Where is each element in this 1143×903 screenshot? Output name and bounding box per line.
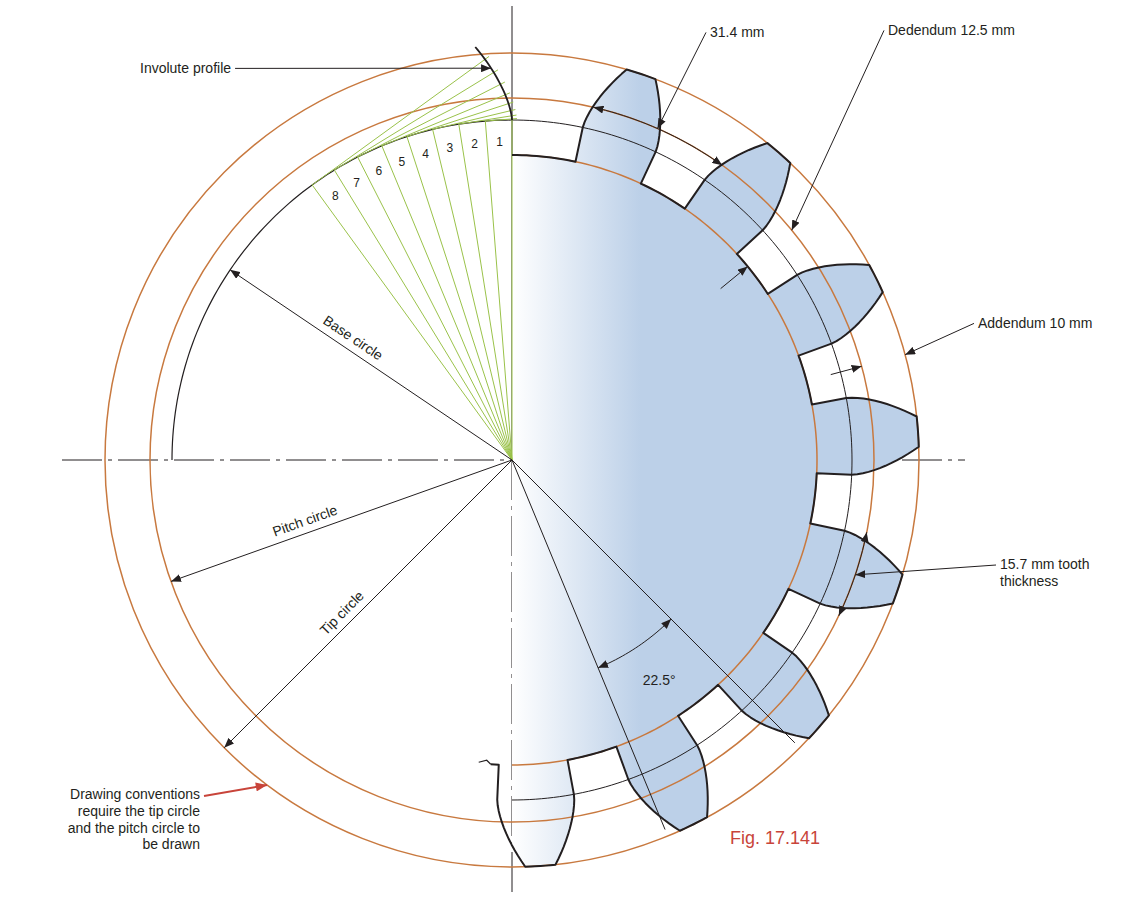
construction-line [485,121,512,460]
root-circle [512,155,817,765]
construction-line [433,129,512,460]
tangent-line [382,93,510,146]
dimension-label: Addendum 10 mm [978,315,1092,332]
callout-number: 7 [353,175,360,189]
construction-line [312,185,512,460]
tangent-line [358,82,505,157]
circle-label: Tip circle [315,586,369,640]
construction-line [382,146,512,460]
callout-number: 1 [496,135,503,149]
construction-line [358,157,512,460]
construction-line [459,124,512,460]
construction-line [334,170,512,460]
dimension-label: 31.4 mm [710,24,764,41]
construction-line [407,137,512,460]
callout-number: 8 [332,188,339,202]
leader-line [235,68,491,69]
tangent-line [407,102,513,137]
radius-arrow [230,270,512,460]
pitch-dimension [593,107,722,165]
note-text: Drawing conventions require the tip circ… [55,786,200,853]
tooth-angle-line [512,460,795,743]
dimension-label: 15.7 mm tooth thickness [1000,556,1108,590]
leader-line [905,323,974,354]
part-label: Involute profile [140,60,231,77]
gear-fill [512,69,919,866]
angle-label: 22.5° [643,672,676,689]
break-mark [479,760,491,764]
gear-outline [491,69,919,866]
dimension-label: Dedendum 12.5 mm [888,22,1015,39]
tooth-angle-line [512,460,665,830]
base-circle [172,120,512,460]
leader-line [855,565,996,575]
callout-number: 6 [376,164,383,178]
addendum-arrow [831,366,862,374]
circle-label: Base circle [318,311,387,365]
callout-number: 2 [471,137,478,151]
figure-caption: Fig. 17.141 [730,828,820,850]
leader-line [204,785,267,796]
tangent-line [334,70,498,170]
base-circle [512,120,852,800]
construction-line [512,120,513,460]
tangent-line [312,56,489,185]
callout-number: 4 [422,147,429,161]
callout-number: 3 [447,141,454,155]
gear-illustration [62,6,996,898]
radius-arrow [224,460,512,748]
angle-arc [598,619,671,668]
tip-circle [105,53,919,867]
leader-line [658,32,706,128]
centre-line [512,6,513,460]
involute-curve [475,47,512,120]
dedendum-arrow [721,266,748,288]
radius-arrow [171,460,512,581]
leader-line [792,30,884,230]
callout-number: 5 [399,154,406,168]
circle-label: Pitch circle [269,501,342,541]
